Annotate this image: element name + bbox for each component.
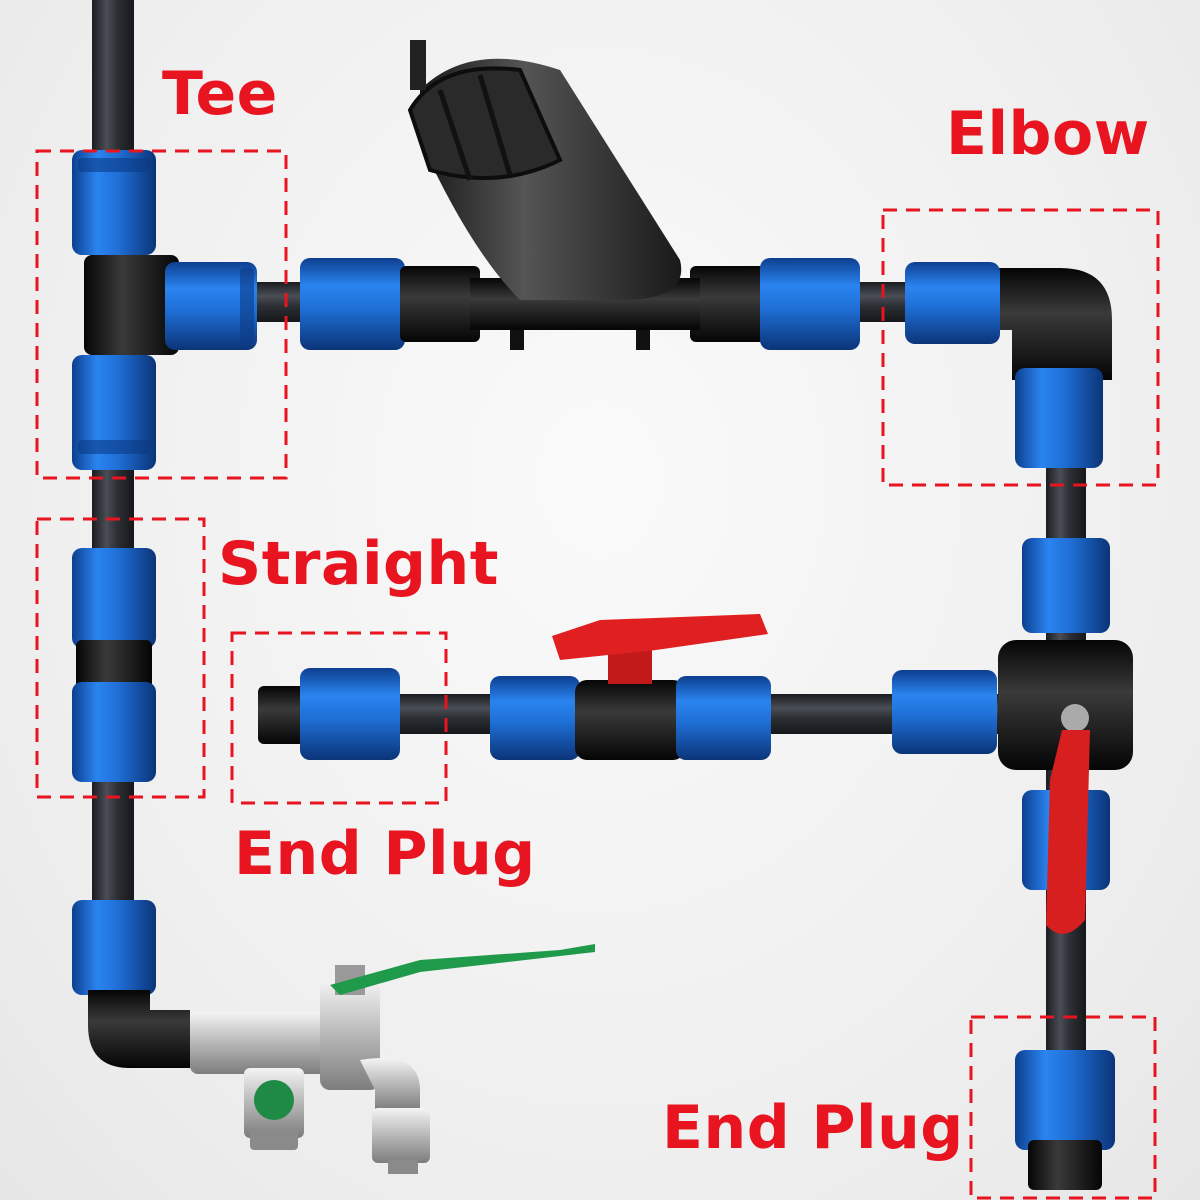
right-ball-valve-icon [892,538,1133,934]
elbow-fitting-icon [905,262,1112,468]
ball-valve-icon [490,614,771,760]
top-couplings [300,258,860,350]
end-plug-bottom-right-icon [1015,1050,1115,1190]
elbow-label: Elbow [946,99,1150,169]
straight-coupling-icon [72,548,156,782]
end-plug-icon [258,668,400,760]
end-plug-right-label: End Plug [662,1093,964,1163]
end-plug-left-callout-box [230,631,448,805]
straight-label: Straight [218,529,499,599]
tee-callout-box [35,149,288,480]
callout-boxes [35,149,1160,1200]
garden-faucet-icon [190,944,595,1174]
bottom-elbow-icon [72,900,190,1068]
disc-filter-icon [407,40,700,350]
straight-callout-box [35,517,206,799]
tee-fitting-icon [72,150,257,470]
end-plug-left-label: End Plug [234,819,536,889]
end-plug-right-callout-box [969,1015,1157,1200]
tee-label: Tee [162,59,278,129]
